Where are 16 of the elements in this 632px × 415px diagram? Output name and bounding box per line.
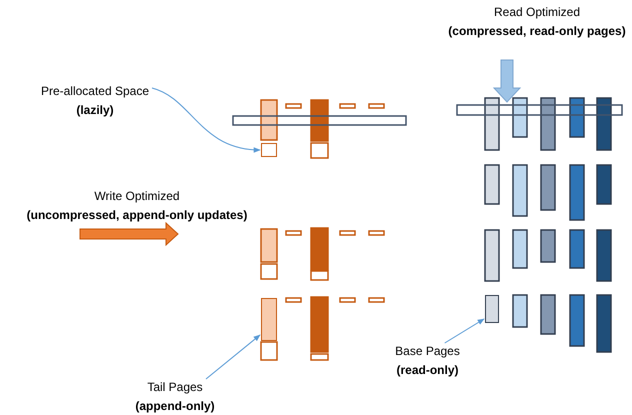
label-heading: Read Optimized: [494, 4, 580, 21]
label-heading: Pre-allocated Space: [40, 83, 150, 100]
label-note: (uncompressed, append-only updates): [26, 207, 248, 224]
label-note: (compressed, read-only pages): [448, 23, 626, 40]
label-heading: Write Optimized: [94, 188, 180, 205]
label-heading: Base Pages: [394, 343, 461, 360]
label-note: (append-only): [134, 398, 216, 415]
empty-page-slot: [261, 143, 277, 157]
label-heading: Tail Pages: [146, 379, 204, 396]
leader-line: [206, 334, 261, 380]
label-note: (read-only): [395, 362, 460, 379]
leader-line: [152, 88, 261, 152]
base-page-bar: [485, 295, 499, 323]
leader-line: [444, 318, 485, 344]
tail-page-bar: [261, 298, 277, 341]
label-note: (lazily): [75, 102, 115, 119]
